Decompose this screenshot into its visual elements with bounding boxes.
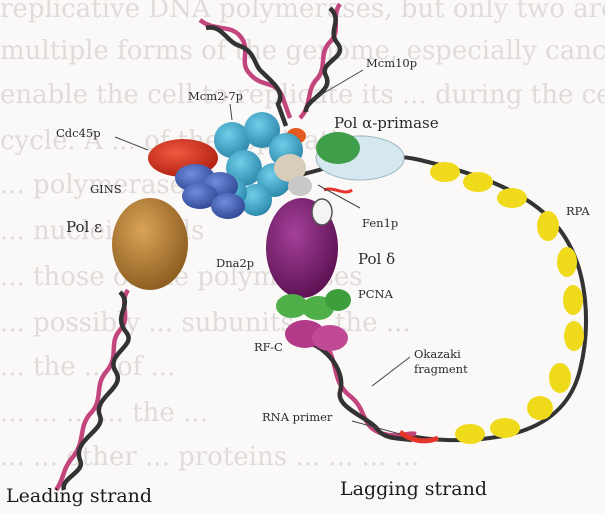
label-pol-delta: Pol δ	[358, 252, 395, 267]
label-mcm10p: Mcm10p	[366, 58, 417, 70]
label-pcna: PCNA	[358, 289, 393, 301]
rpa-bead	[527, 396, 553, 420]
label-gins: GINS	[90, 184, 122, 196]
rpa-bead	[564, 321, 584, 351]
rpa-bead	[537, 211, 559, 241]
label-fen1p: Fen1p	[362, 218, 398, 230]
label-rna-primer: RNA primer	[262, 412, 332, 424]
rpa-bead	[557, 247, 577, 277]
dna-junction	[288, 176, 312, 196]
label-okazaki-fragment: Okazaki fragment	[414, 347, 494, 377]
label-rfc: RF-C	[254, 342, 283, 354]
label-leading-strand: Leading strand	[6, 487, 152, 506]
pol-epsilon-protein	[112, 198, 188, 290]
leading-strand-magenta	[56, 290, 128, 490]
label-mcm2-7p: Mcm2-7p	[188, 91, 243, 103]
label-dna2p: Dna2p	[216, 258, 254, 270]
rfc-complex	[285, 320, 348, 351]
rpa-bead	[463, 172, 493, 192]
label-pol-alpha-primase: Pol α-primase	[334, 116, 439, 131]
rpa-beads	[430, 162, 584, 444]
label-pol-epsilon: Pol ε	[66, 220, 102, 235]
lagging-strand-dark	[312, 344, 412, 440]
label-rpa: RPA	[566, 206, 590, 218]
label-cdc45p: Cdc45p	[56, 128, 101, 140]
pol-delta-white-subunit	[312, 199, 332, 225]
pol-alpha-primase-subunit	[316, 132, 360, 164]
rpa-bead	[490, 418, 520, 438]
rpa-bead	[549, 363, 571, 393]
rpa-bead	[563, 285, 583, 315]
rpa-bead	[455, 424, 485, 444]
rpa-bead	[430, 162, 460, 182]
label-lagging-strand: Lagging strand	[340, 480, 487, 499]
rpa-bead	[497, 188, 527, 208]
leading-strand-dark	[64, 292, 129, 490]
